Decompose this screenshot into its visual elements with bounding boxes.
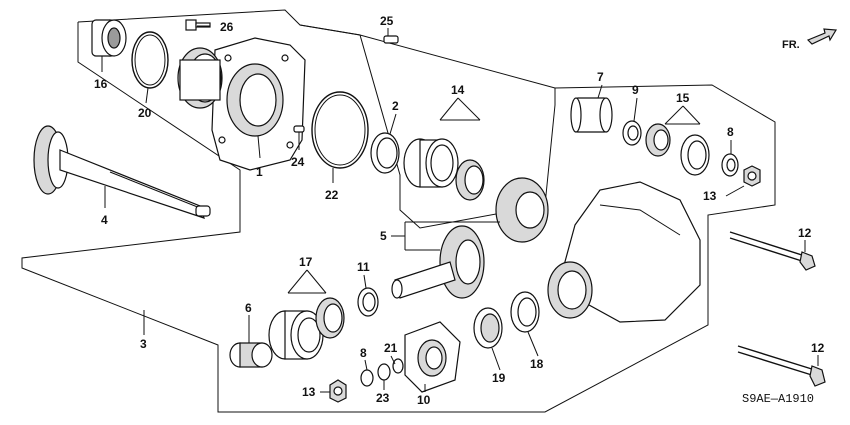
callout-4: 4 — [101, 213, 108, 227]
callout-12-upper: 12 — [798, 226, 812, 240]
part-1-transfer-housing — [177, 37, 306, 171]
part-26-bolt — [185, 19, 211, 31]
part-12-bolt-lower — [737, 345, 826, 387]
part-13-nut-upper — [743, 165, 761, 187]
callout-6: 6 — [245, 301, 252, 315]
direction-label: FR. — [782, 39, 800, 51]
group-boundary-outline-inner — [299, 24, 556, 89]
callout-3: 3 — [140, 337, 147, 351]
callout-12-lower: 12 — [811, 341, 825, 355]
callout-24: 24 — [291, 155, 305, 169]
callout-11: 11 — [357, 260, 370, 274]
callout-22: 22 — [325, 188, 339, 202]
part-17-bearing-set — [268, 297, 345, 360]
leader-lines — [101, 25, 819, 393]
part-6-seal — [229, 342, 273, 368]
part-11-spacer — [357, 287, 379, 317]
part-5-ring-gear-pinion — [391, 177, 549, 299]
part-16-bearing — [91, 19, 127, 57]
callout-1: 1 — [256, 165, 263, 179]
part-8-washer-lower — [360, 369, 374, 387]
diagram-code: S9AE—A1910 — [742, 392, 814, 406]
part-21-washer — [392, 358, 404, 374]
part-19-bearing — [473, 307, 503, 349]
callout-8-upper: 8 — [727, 125, 734, 139]
callout-14: 14 — [451, 83, 465, 97]
callout-13-upper: 13 — [703, 189, 717, 203]
part-14-bearing-set — [403, 138, 485, 201]
callout-13-lower: 13 — [302, 385, 316, 399]
callout-16: 16 — [94, 77, 108, 91]
part-12-bolt-upper — [729, 231, 816, 271]
part-4-pinion-shaft — [33, 125, 211, 219]
part-15-bearing-set — [645, 123, 710, 176]
part-13-nut-lower — [329, 379, 347, 403]
callout-18: 18 — [530, 357, 544, 371]
callout-7: 7 — [597, 70, 604, 84]
part-20-o-ring — [131, 31, 169, 89]
part-8-washer-upper — [721, 153, 739, 177]
callout-23: 23 — [376, 391, 390, 405]
callout-8-lower: 8 — [360, 346, 367, 360]
part-18-bearing — [510, 291, 540, 333]
callout-9: 9 — [632, 83, 639, 97]
callout-25: 25 — [380, 14, 394, 28]
front-direction-indicator: FR. — [782, 28, 838, 51]
callout-20: 20 — [138, 106, 152, 120]
callout-26: 26 — [220, 20, 234, 34]
callout-17: 17 — [299, 255, 313, 269]
part-23-washer — [377, 363, 391, 381]
part-7-sleeve — [570, 97, 613, 133]
callout-labels: 26 25 16 20 1 24 22 2 14 7 9 15 8 13 4 5… — [94, 14, 825, 407]
part-25-dowel-pin — [383, 35, 399, 44]
callout-5: 5 — [380, 229, 387, 243]
differential-housing — [547, 181, 701, 323]
callout-19: 19 — [492, 371, 506, 385]
part-22-large-o-ring — [311, 91, 369, 169]
part-10-flange — [404, 321, 461, 393]
callout-2: 2 — [392, 99, 399, 113]
callout-15: 15 — [676, 91, 690, 105]
callout-21: 21 — [384, 341, 398, 355]
part-2-shim — [370, 132, 400, 174]
callout-10: 10 — [417, 393, 431, 407]
part-9-washer — [622, 120, 642, 146]
